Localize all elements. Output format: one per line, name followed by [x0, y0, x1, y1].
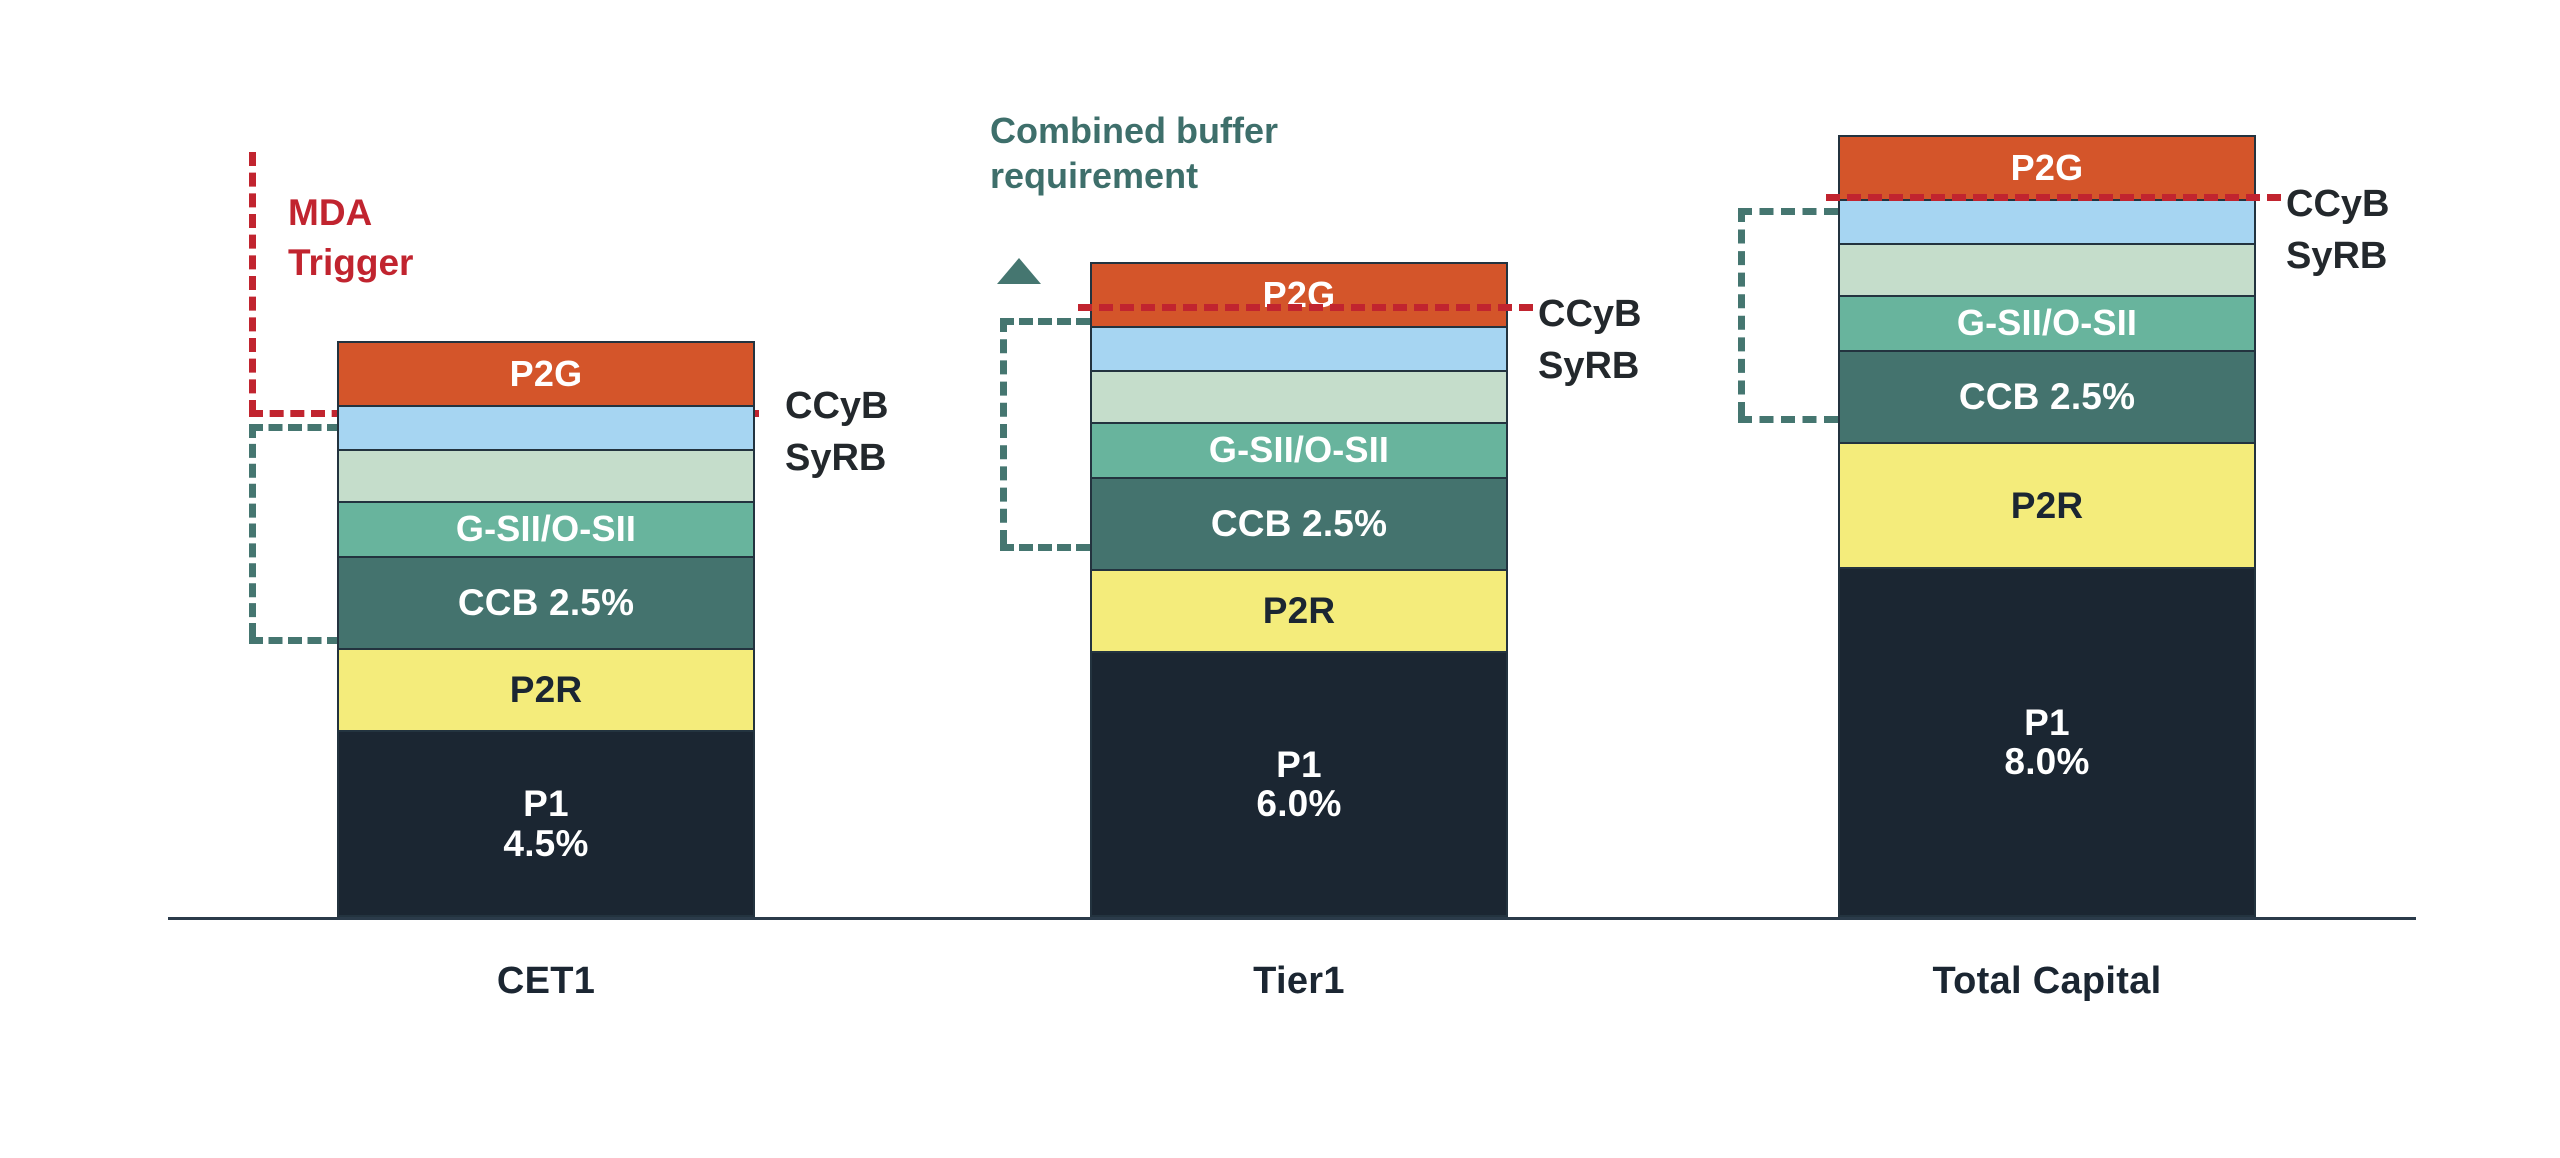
segment-label-ccb: CCB 2.5%: [1210, 503, 1388, 545]
side-label-ccyb-syrb-cet1: CCyB SyRB: [785, 385, 889, 480]
segment-p2r-cet1[interactable]: P2R: [337, 648, 755, 730]
segment-gsii-cet1[interactable]: G-SII/O-SII: [337, 501, 755, 556]
combined-buffer-requirement-label: Combined buffer requirement: [990, 110, 1278, 196]
segment-label-p2r: P2R: [509, 669, 583, 711]
bar-group-total-capital: P2G G-SII/O-SII CCB 2.5% P2R P1 8.0%: [1838, 135, 2256, 1158]
segment-label-ccb: CCB 2.5%: [1958, 376, 2136, 418]
segment-p2r-total[interactable]: P2R: [1838, 442, 2256, 567]
segment-gsii-tier1[interactable]: G-SII/O-SII: [1090, 422, 1508, 477]
side-label-ccyb-syrb-total: CCyB SyRB: [2286, 183, 2390, 278]
cbr-bracket-bottom-cet1: [249, 637, 341, 644]
segment-ccb-total[interactable]: CCB 2.5%: [1838, 350, 2256, 442]
cbr-bracket-vertical-total: [1738, 208, 1745, 416]
segment-ccb-cet1[interactable]: CCB 2.5%: [337, 556, 755, 648]
mda-trigger-vertical-line: [249, 152, 256, 414]
cbr-bracket-bottom-tier1: [1000, 544, 1090, 551]
segment-p2g-total[interactable]: P2G: [1838, 135, 2256, 199]
segment-label-gsii: G-SII/O-SII: [455, 508, 637, 550]
segment-p2r-tier1[interactable]: P2R: [1090, 569, 1508, 651]
segment-syrb-total[interactable]: [1838, 243, 2256, 295]
segment-gsii-total[interactable]: G-SII/O-SII: [1838, 295, 2256, 350]
segment-label-p2r: P2R: [2010, 484, 2084, 526]
segment-p2g-cet1[interactable]: P2G: [337, 341, 755, 405]
cbr-bracket-vertical-tier1: [1000, 318, 1007, 544]
cbr-bracket-vertical-cet1: [249, 424, 256, 637]
segment-p1-total[interactable]: P1 8.0%: [1838, 567, 2256, 917]
x-axis-baseline: [168, 917, 2416, 920]
segment-label-p1-tier1: P1 6.0%: [1256, 743, 1342, 824]
category-label-cet1: CET1: [496, 960, 596, 1002]
combined-buffer-requirement-arrow-icon: [997, 258, 1041, 284]
segment-label-p2g: P2G: [2010, 146, 2084, 188]
mda-trigger-line-tier1: [1078, 304, 1533, 311]
segment-ccyb-tier1[interactable]: [1090, 326, 1508, 370]
segment-label-p2g: P2G: [509, 352, 583, 394]
segment-label-p2r: P2R: [1262, 590, 1336, 632]
bar-stack-total-capital: P2G G-SII/O-SII CCB 2.5% P2R P1 8.0%: [1838, 135, 2256, 917]
segment-label-p1-total: P1 8.0%: [2004, 701, 2090, 782]
side-label-ccyb-syrb-tier1: CCyB SyRB: [1538, 293, 1642, 388]
category-label-tier1: Tier1: [1253, 960, 1345, 1002]
segment-ccb-tier1[interactable]: CCB 2.5%: [1090, 477, 1508, 569]
bar-group-tier1: P2G G-SII/O-SII CCB 2.5% P2R P1 6.0%: [1090, 241, 1508, 1158]
mda-trigger-line-total: [1826, 194, 2281, 201]
segment-ccyb-cet1[interactable]: [337, 405, 755, 449]
mda-trigger-label: MDA Trigger: [288, 192, 414, 283]
segment-p1-cet1[interactable]: P1 4.5%: [337, 730, 755, 917]
segment-ccyb-total[interactable]: [1838, 199, 2256, 243]
bar-stack-cet1: P2G G-SII/O-SII CCB 2.5% P2R P1 4.5%: [337, 341, 755, 917]
bar-stack-tier1: P2G G-SII/O-SII CCB 2.5% P2R P1 6.0%: [1090, 262, 1508, 917]
segment-syrb-tier1[interactable]: [1090, 370, 1508, 422]
category-label-total-capital: Total Capital: [1932, 960, 2162, 1002]
segment-label-p1-cet1: P1 4.5%: [503, 783, 589, 864]
cbr-bracket-top-tier1: [1000, 318, 1090, 325]
cbr-bracket-top-cet1: [249, 424, 341, 431]
segment-p1-tier1[interactable]: P1 6.0%: [1090, 651, 1508, 917]
segment-label-ccb: CCB 2.5%: [457, 582, 635, 624]
segment-syrb-cet1[interactable]: [337, 449, 755, 501]
segment-p2g-tier1[interactable]: P2G: [1090, 262, 1508, 326]
cbr-bracket-bottom-total: [1738, 416, 1838, 423]
cbr-bracket-top-total: [1738, 208, 1838, 215]
segment-label-gsii: G-SII/O-SII: [1208, 429, 1390, 471]
segment-label-gsii: G-SII/O-SII: [1956, 302, 2138, 344]
bar-group-cet1: P2G G-SII/O-SII CCB 2.5% P2R P1 4.5%: [337, 241, 755, 1158]
